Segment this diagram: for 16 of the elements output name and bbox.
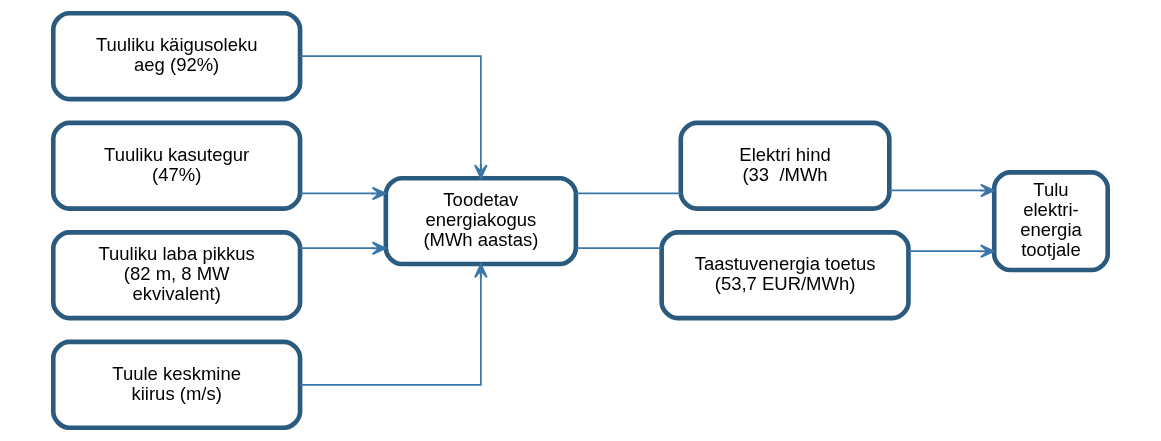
- node-box: Tuuliku kasutegur (47%): [50, 120, 303, 211]
- arrow: [907, 244, 995, 258]
- node-box: Tuuliku laba pikkus (82 m, 8 MW ekvivalent): [50, 230, 303, 321]
- arrow: [888, 183, 995, 198]
- node-box: Tuuliku käigusoleku aeg (92%): [50, 11, 303, 102]
- arrow: [299, 263, 488, 386]
- connector: [575, 192, 682, 195]
- arrow: [299, 186, 387, 201]
- node-box: Taastuvenergia toetus (53,7 EUR/MWh): [659, 230, 911, 321]
- node-box: Toodetav energiakogus (MWh aastas): [383, 175, 579, 267]
- arrow: [299, 55, 488, 180]
- node-box: Tulu elektri- energia tootjale: [991, 170, 1111, 273]
- node-box: Elektri hind (33 /MWh: [678, 120, 892, 211]
- node-box: Tuule keskmine kiirus (m/s): [50, 339, 303, 430]
- connector: [575, 247, 663, 250]
- arrow: [299, 241, 387, 255]
